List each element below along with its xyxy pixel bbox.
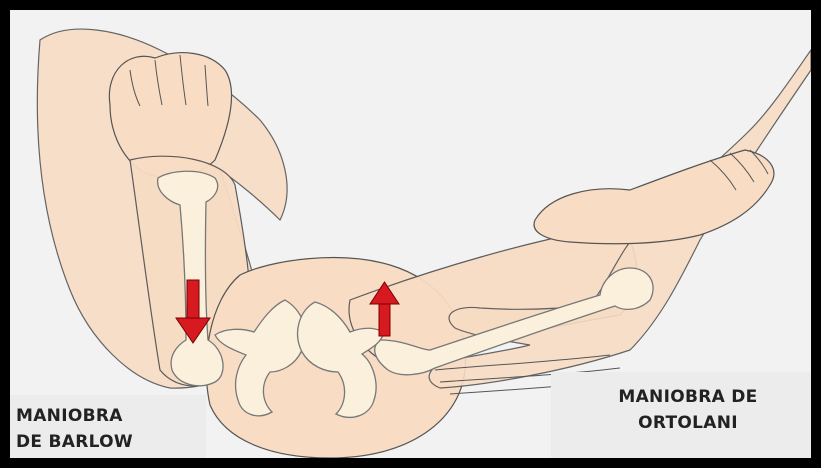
illustration-panel: MANIOBRA DE BARLOW MANIOBRA DE ORTOLANI [10,10,811,458]
barlow-maneuver-label: MANIOBRA DE BARLOW [10,395,206,458]
baby-foot-right [534,150,774,244]
ortolani-label-line-2: ORTOLANI [593,410,783,436]
ortolani-label-line-1: MANIOBRA DE [593,384,783,410]
ortolani-maneuver-label: MANIOBRA DE ORTOLANI [551,372,811,458]
barlow-label-line-1: MANIOBRA [16,403,206,429]
barlow-label-line-2: DE BARLOW [16,429,206,455]
